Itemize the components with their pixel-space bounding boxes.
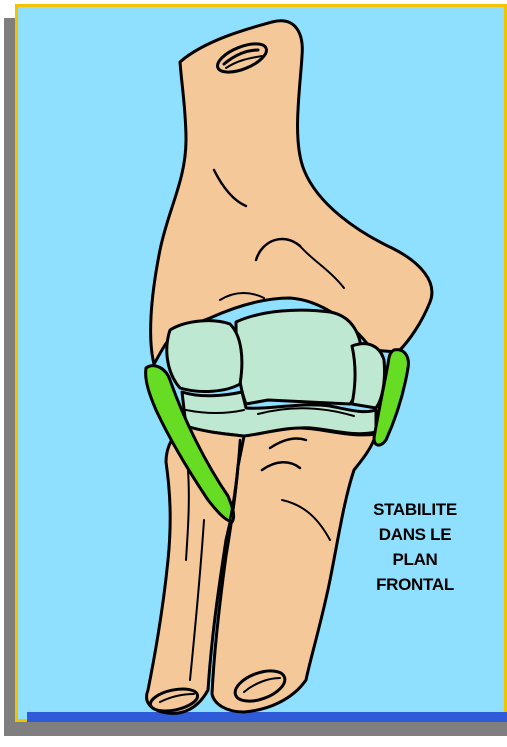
caption-line-2: DANS LE (340, 522, 490, 547)
trochlea-cartilage (236, 310, 362, 404)
caption-line-1: STABILITE (340, 497, 490, 522)
capitulum-cartilage (167, 321, 242, 392)
caption-line-3: PLAN (340, 547, 490, 572)
slide-caption: STABILITE DANS LE PLAN FRONTAL (340, 497, 490, 597)
humerus-right-cartilage (352, 344, 385, 408)
caption-line-4: FRONTAL (340, 572, 490, 597)
